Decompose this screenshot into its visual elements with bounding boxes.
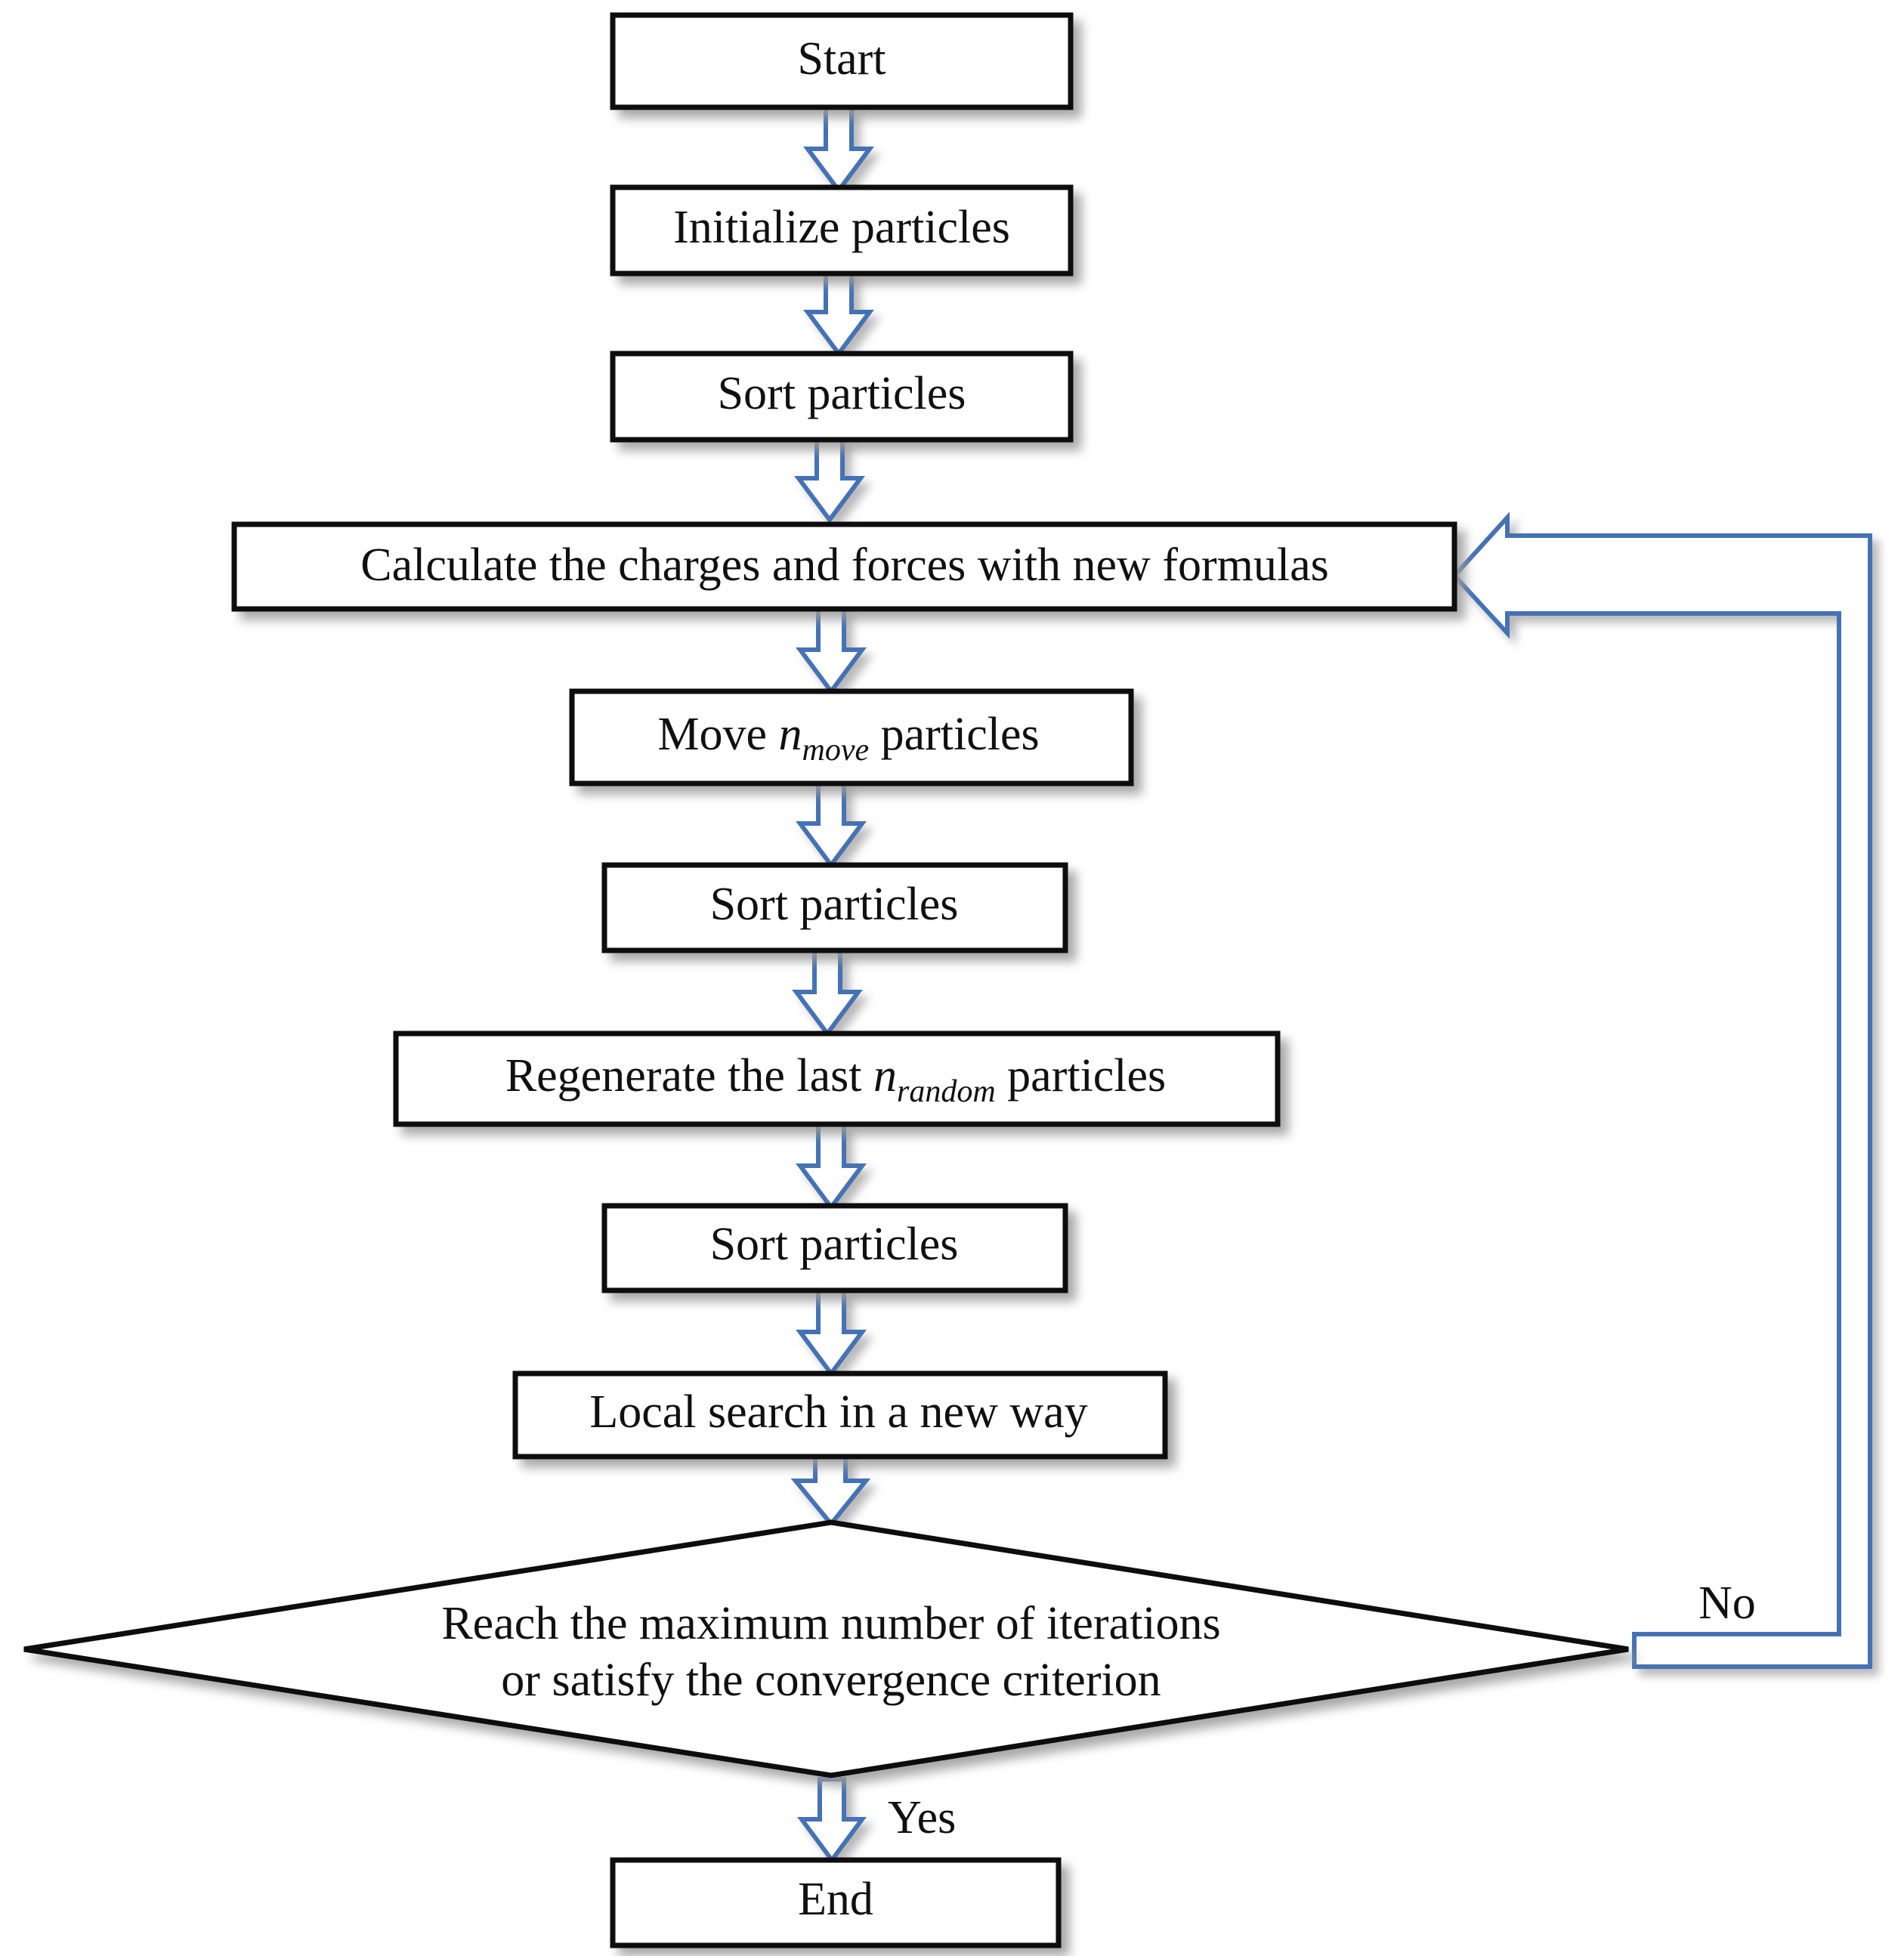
node-local-search-label: Local search in a new way: [589, 1386, 1087, 1438]
edge-label-no: No: [1698, 1577, 1756, 1629]
connector-decision-to-end: [797, 1777, 867, 1865]
connector-decision-to-calc-loop: [1451, 511, 1872, 1669]
node-sort-particles-2-label: Sort particles: [710, 879, 959, 930]
node-start[interactable]: Start: [610, 12, 1074, 110]
node-calculate-charges-forces-label: Calculate the charges and forces with ne…: [360, 539, 1328, 591]
connector-sort3-to-local: [796, 1288, 867, 1378]
connector-start-to-init: [803, 105, 874, 195]
node-sort-particles-2[interactable]: Sort particles: [601, 862, 1068, 953]
edge-label-yes: Yes: [888, 1792, 956, 1843]
node-move-particles-label: Move nmove particles: [657, 709, 1039, 767]
node-regenerate-particles[interactable]: Regenerate the last nrandom particles: [393, 1031, 1281, 1127]
connector-init-to-sort1: [803, 268, 874, 358]
node-decision-label-line1: Reach the maximum number of iterations: [441, 1598, 1220, 1649]
connector-calc-to-move: [796, 606, 867, 696]
node-decision-stop-criterion[interactable]: Reach the maximum number of iterations o…: [23, 1519, 1629, 1778]
node-regenerate-particles-label: Regenerate the last nrandom particles: [505, 1050, 1166, 1108]
node-sort-particles-3[interactable]: Sort particles: [601, 1203, 1068, 1293]
connector-sort1-to-calc: [794, 434, 865, 524]
node-local-search[interactable]: Local search in a new way: [512, 1370, 1168, 1460]
node-sort-particles-3-label: Sort particles: [710, 1219, 959, 1270]
node-start-label: Start: [797, 33, 886, 85]
node-move-particles[interactable]: Move nmove particles: [569, 688, 1134, 786]
node-sort-particles-1-label: Sort particles: [718, 368, 966, 419]
connector-regen-to-sort3: [796, 1122, 867, 1212]
connector-local-to-decision: [790, 1452, 871, 1528]
connector-move-to-sort2: [796, 780, 867, 870]
node-initialize-particles-label: Initialize particles: [673, 202, 1010, 253]
node-decision-label-line2: or satisfy the convergence criterion: [501, 1655, 1161, 1706]
node-initialize-particles[interactable]: Initialize particles: [610, 184, 1074, 277]
node-calculate-charges-forces[interactable]: Calculate the charges and forces with ne…: [231, 521, 1457, 612]
connector-sort2-to-regen: [792, 948, 863, 1038]
node-sort-particles-1[interactable]: Sort particles: [610, 351, 1074, 443]
node-end[interactable]: End: [610, 1857, 1062, 1948]
node-end-label: End: [798, 1874, 873, 1925]
